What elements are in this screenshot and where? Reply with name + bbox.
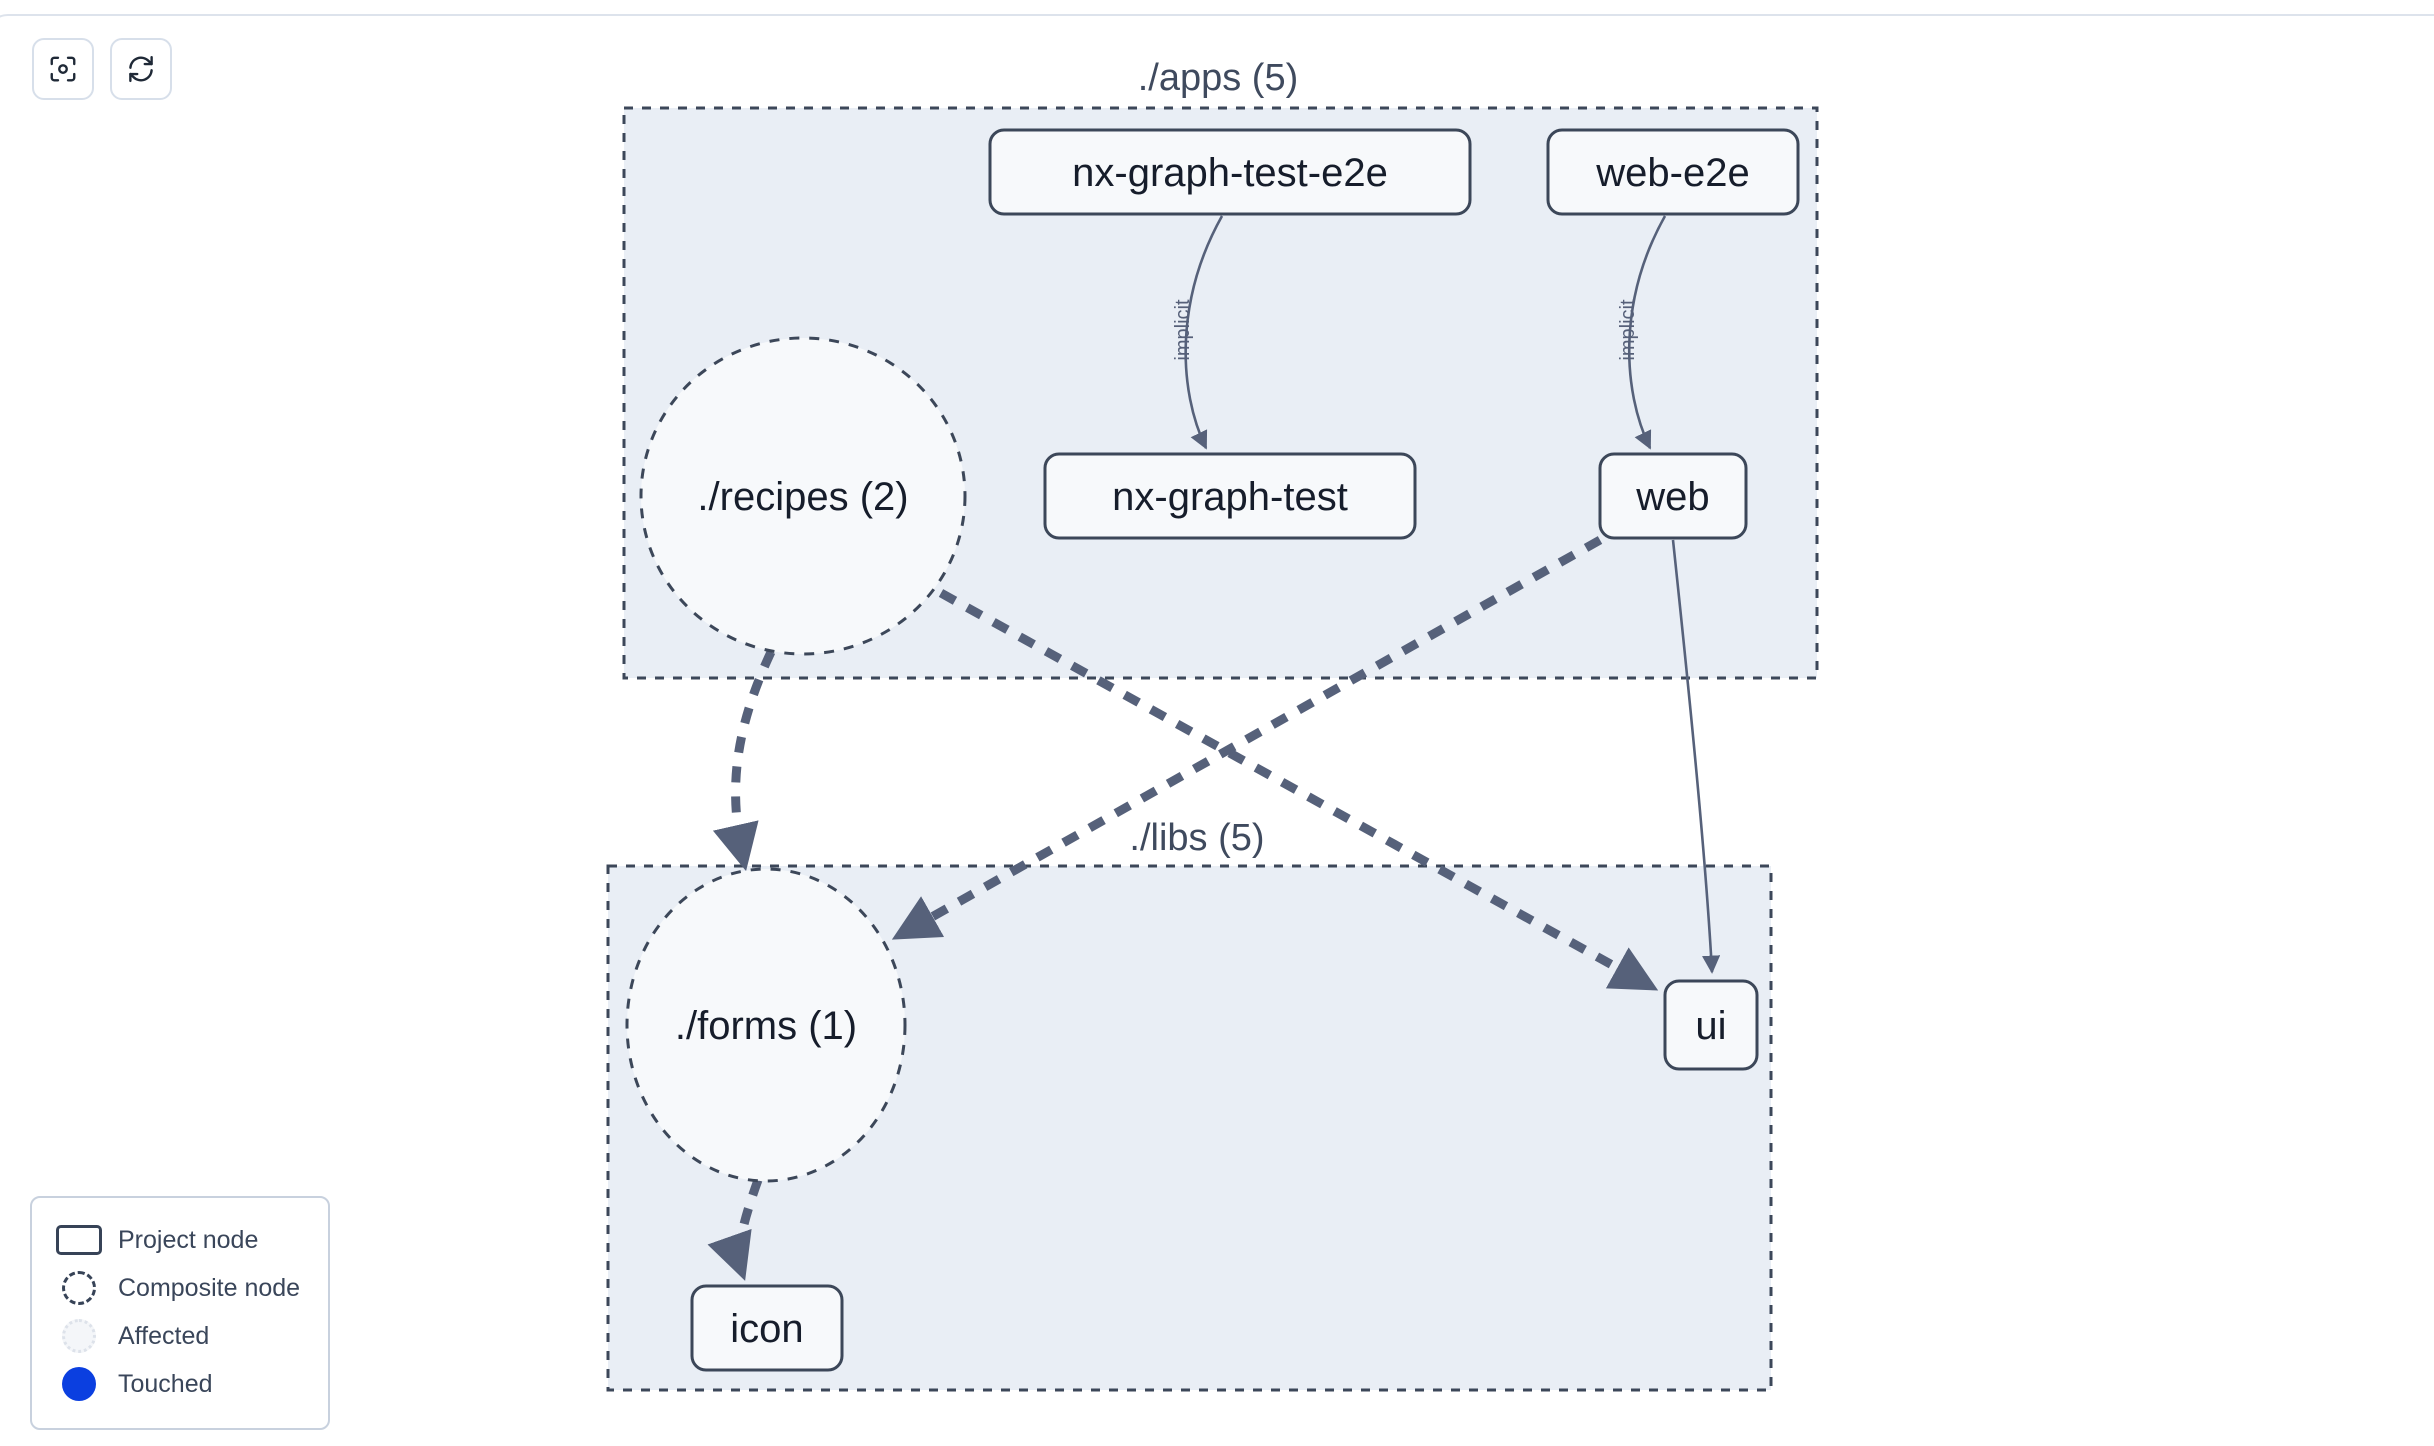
node-web[interactable]: web	[1598, 452, 1748, 540]
node-nx-graph-test-e2e-shape	[988, 128, 1472, 216]
group-apps-label-bg	[1085, 52, 1350, 104]
node-web-shape	[1598, 452, 1748, 540]
node-nx-graph-test[interactable]: nx-graph-test	[1043, 452, 1417, 540]
node-forms-label: ./forms (1)	[675, 1004, 857, 1048]
node-forms[interactable]: ./forms (1)	[625, 867, 907, 1183]
touched-node-icon	[52, 1367, 106, 1401]
edge-recipes-to-ui[interactable]	[938, 589, 1659, 991]
focus-target-icon	[48, 54, 78, 84]
node-nx-graph-test-e2e[interactable]: nx-graph-test-e2e	[988, 128, 1472, 216]
node-web-e2e-label: web-e2e	[1595, 151, 1749, 195]
edge-web-e2e-to-web[interactable]	[1627, 215, 1667, 450]
node-nx-graph-test-label: nx-graph-test	[1112, 475, 1348, 519]
legend-label-touched: Touched	[118, 1369, 213, 1398]
node-icon[interactable]: icon	[690, 1284, 844, 1372]
node-web-e2e[interactable]: web-e2e	[1546, 128, 1800, 216]
focus-graph-button[interactable]	[32, 38, 94, 100]
node-recipes[interactable]: ./recipes (2)	[639, 336, 967, 656]
node-ui[interactable]: ui	[1663, 979, 1759, 1071]
graph-legend: Project node Composite node Affected Tou…	[30, 1196, 330, 1430]
group-libs-label: ./libs (5)	[1129, 817, 1264, 859]
node-nx-graph-test-shape	[1043, 452, 1417, 540]
graph-toolbar	[32, 38, 172, 100]
node-recipes-shape	[639, 336, 967, 656]
node-ui-label: ui	[1695, 1004, 1726, 1048]
edge-web-to-ui[interactable]	[1671, 539, 1721, 974]
group-libs-label-bg	[1080, 812, 1315, 864]
edge-nx-graph-test-e2e-to-nx-graph-test[interactable]	[1184, 215, 1224, 450]
legend-item-project-node: Project node	[52, 1216, 308, 1264]
edge-recipes-to-forms[interactable]	[712, 650, 776, 872]
legend-item-touched: Touched	[52, 1360, 308, 1408]
group-apps-label: ./apps (5)	[1138, 57, 1299, 99]
legend-item-affected: Affected	[52, 1312, 308, 1360]
node-web-label: web	[1635, 475, 1709, 519]
legend-item-composite-node: Composite node	[52, 1264, 308, 1312]
edge-web-to-forms[interactable]	[891, 536, 1603, 940]
node-nx-graph-test-e2e-label: nx-graph-test-e2e	[1072, 151, 1388, 195]
project-node-icon	[52, 1225, 106, 1255]
refresh-graph-button[interactable]	[110, 38, 172, 100]
graph-nodes: nx-graph-test-e2e web-e2e ./recipes (2) …	[625, 128, 1800, 1372]
graph-edges: implicit implicit	[707, 215, 1721, 1281]
legend-label-affected: Affected	[118, 1321, 210, 1350]
composite-node-icon	[52, 1271, 106, 1305]
legend-label-composite-node: Composite node	[118, 1273, 301, 1302]
node-icon-label: icon	[730, 1307, 803, 1351]
affected-node-icon	[52, 1319, 106, 1353]
node-icon-shape	[690, 1284, 844, 1372]
edge-forms-to-icon[interactable]	[707, 1178, 763, 1281]
node-forms-shape	[625, 867, 907, 1183]
edge-label-implicit-nx-graph-test: implicit	[1172, 299, 1194, 361]
node-recipes-label: ./recipes (2)	[697, 475, 908, 519]
refresh-icon	[126, 54, 156, 84]
node-ui-shape	[1663, 979, 1759, 1071]
node-web-e2e-shape	[1546, 128, 1800, 216]
edge-label-implicit-web: implicit	[1617, 299, 1639, 361]
legend-label-project-node: Project node	[118, 1225, 259, 1254]
